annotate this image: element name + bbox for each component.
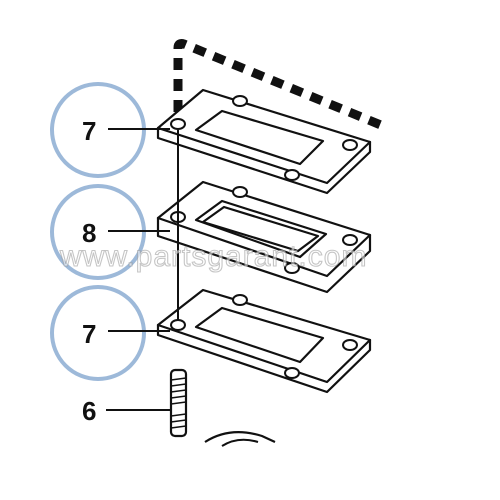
gasket-part-7-bottom <box>156 288 372 394</box>
stud-part-6 <box>169 368 188 438</box>
gasket-part-7-top <box>156 88 372 195</box>
callout-label-4: 6 <box>82 396 96 426</box>
next-component-partial-inner <box>221 438 259 447</box>
callout-ring-3 <box>50 285 146 381</box>
next-component-partial <box>204 431 276 443</box>
spacer-part-8 <box>156 180 372 294</box>
watermark-text: www.partsgarant.com <box>59 240 367 273</box>
flange-dashed-outline <box>173 39 390 133</box>
callout-label-3: 7 <box>82 319 96 349</box>
callout-label-2: 8 <box>82 218 96 248</box>
callout-label-1: 7 <box>82 116 96 146</box>
